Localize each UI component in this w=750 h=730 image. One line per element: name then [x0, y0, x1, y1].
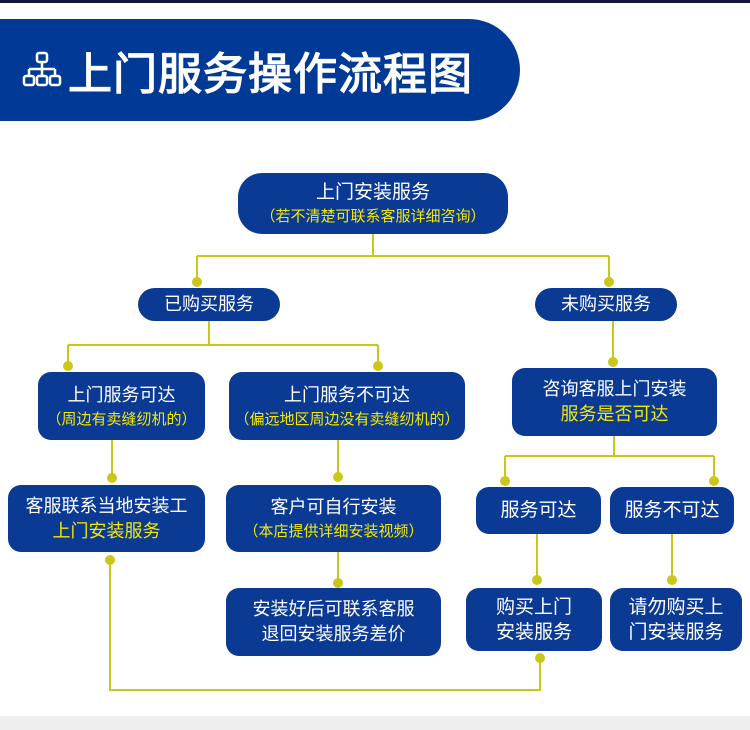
node-title: 未购买服务	[561, 294, 651, 315]
node-subtitle: （本店提供详细安装视频）	[243, 522, 424, 540]
node-title: 服务不可达	[624, 499, 720, 521]
node-service-reachable: 上门服务可达 （周边有卖缝纫机的）	[38, 372, 205, 440]
node-line2: 门安装服务	[628, 620, 724, 643]
node-title: 咨询客服上门安装	[542, 379, 687, 400]
node-refund-difference: 安装好后可联系客服 退回安装服务差价	[226, 588, 441, 656]
node-title: 上门服务可达	[67, 384, 176, 406]
node-buy-install-service: 购买上门 安装服务	[466, 588, 602, 651]
node-service-ok: 服务可达	[476, 487, 601, 534]
node-line2: 安装服务	[495, 620, 572, 643]
node-service-unreachable: 上门服务不可达 （偏远地区周边没有卖缝纫机的）	[229, 372, 465, 440]
org-chart-icon	[22, 51, 62, 87]
node-onsite-install-service: 上门安装服务 （若不清楚可联系客服详细咨询）	[238, 173, 508, 234]
node-subtitle: （若不清楚可联系客服详细咨询）	[260, 207, 486, 225]
node-title: 上门安装服务	[315, 181, 430, 203]
node-consult-support: 咨询客服上门安装 服务是否可达	[512, 368, 717, 436]
node-subtitle: （周边有卖缝纫机的）	[46, 409, 197, 428]
node-subtitle: （偏远地区周边没有卖缝纫机的）	[234, 409, 460, 428]
page-title: 上门服务操作流程图	[68, 49, 473, 100]
node-line1: 购买上门	[495, 595, 572, 618]
node-title: 已购买服务	[164, 294, 254, 315]
node-bought-service: 已购买服务	[138, 288, 280, 321]
top-border	[0, 0, 750, 3]
node-title: 客户可自行安装	[270, 497, 397, 518]
node-title: 客服联系当地安装工	[25, 495, 188, 517]
node-subtitle: 服务是否可达	[560, 404, 669, 425]
bottom-divider	[0, 716, 750, 730]
title-banner: 上门服务操作流程图	[0, 19, 520, 121]
node-title: 服务可达	[500, 499, 577, 521]
node-subtitle: 上门安装服务	[52, 520, 161, 542]
node-do-not-buy: 请勿购买上 门安装服务	[610, 588, 742, 651]
node-local-installer: 客服联系当地安装工 上门安装服务	[8, 485, 205, 552]
node-service-no: 服务不可达	[610, 487, 734, 534]
node-line1: 安装好后可联系客服	[252, 599, 415, 620]
node-title: 上门服务不可达	[284, 384, 410, 406]
node-self-install: 客户可自行安装 （本店提供详细安装视频）	[226, 485, 441, 552]
node-not-bought-service: 未购买服务	[535, 288, 677, 321]
node-line1: 请勿购买上	[628, 595, 724, 618]
node-line2: 退回安装服务差价	[261, 624, 406, 645]
